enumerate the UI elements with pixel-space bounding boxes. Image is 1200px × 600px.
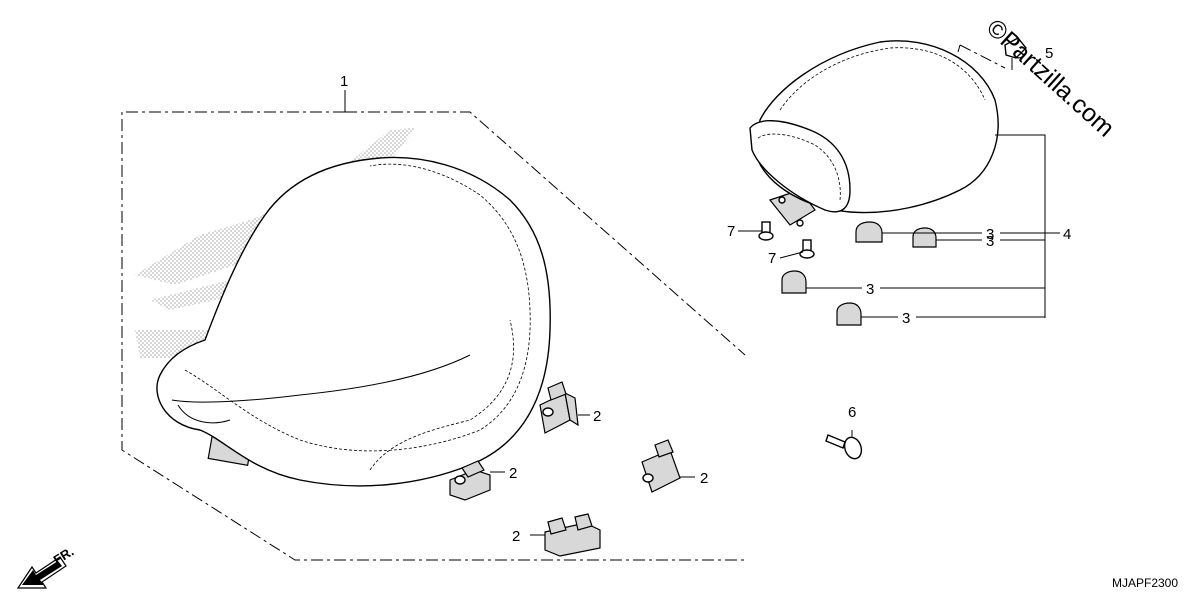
cushion-3d bbox=[836, 302, 862, 326]
callout-3d: 3 bbox=[902, 310, 910, 327]
cushion-block-2a bbox=[539, 381, 590, 434]
front-direction-arrow: FR. bbox=[16, 544, 76, 589]
main-seat bbox=[156, 156, 551, 487]
callout-7a: 7 bbox=[727, 223, 735, 240]
callout-3c: 3 bbox=[866, 281, 874, 298]
pillion-assembly-outline bbox=[957, 44, 1046, 318]
callout-2b: 2 bbox=[509, 465, 517, 482]
pillion-seat bbox=[749, 40, 999, 227]
cushion-block-2d bbox=[530, 513, 601, 557]
callout-6: 6 bbox=[848, 404, 856, 421]
callout-2d: 2 bbox=[512, 528, 520, 545]
cushion-block-2b bbox=[449, 460, 505, 501]
cushion-3c bbox=[781, 270, 807, 294]
bolt-5 bbox=[1004, 37, 1027, 70]
main-seat-assembly-outline bbox=[121, 90, 746, 561]
callout-3b: 3 bbox=[986, 233, 994, 250]
callout-7b: 7 bbox=[768, 250, 776, 267]
cushion-block-2c bbox=[641, 439, 695, 493]
callout-5: 5 bbox=[1045, 45, 1053, 62]
bolt-7-upper bbox=[758, 221, 774, 241]
callout-4: 4 bbox=[1063, 226, 1071, 243]
callout-2a: 2 bbox=[593, 408, 601, 425]
cushion-3a bbox=[855, 221, 883, 243]
leader-lines-3-4 bbox=[806, 232, 1060, 318]
callout-3a: 3 bbox=[986, 226, 994, 243]
partzilla-watermark: ©Partzilla.com bbox=[981, 14, 1120, 143]
callout-2c: 2 bbox=[700, 470, 708, 487]
bolt-7-lower bbox=[799, 239, 815, 259]
bolt-6 bbox=[825, 430, 863, 460]
diagram-code: MJAPF2300 bbox=[1112, 576, 1178, 590]
cushion-3b bbox=[912, 227, 937, 248]
callout-1: 1 bbox=[340, 73, 348, 90]
